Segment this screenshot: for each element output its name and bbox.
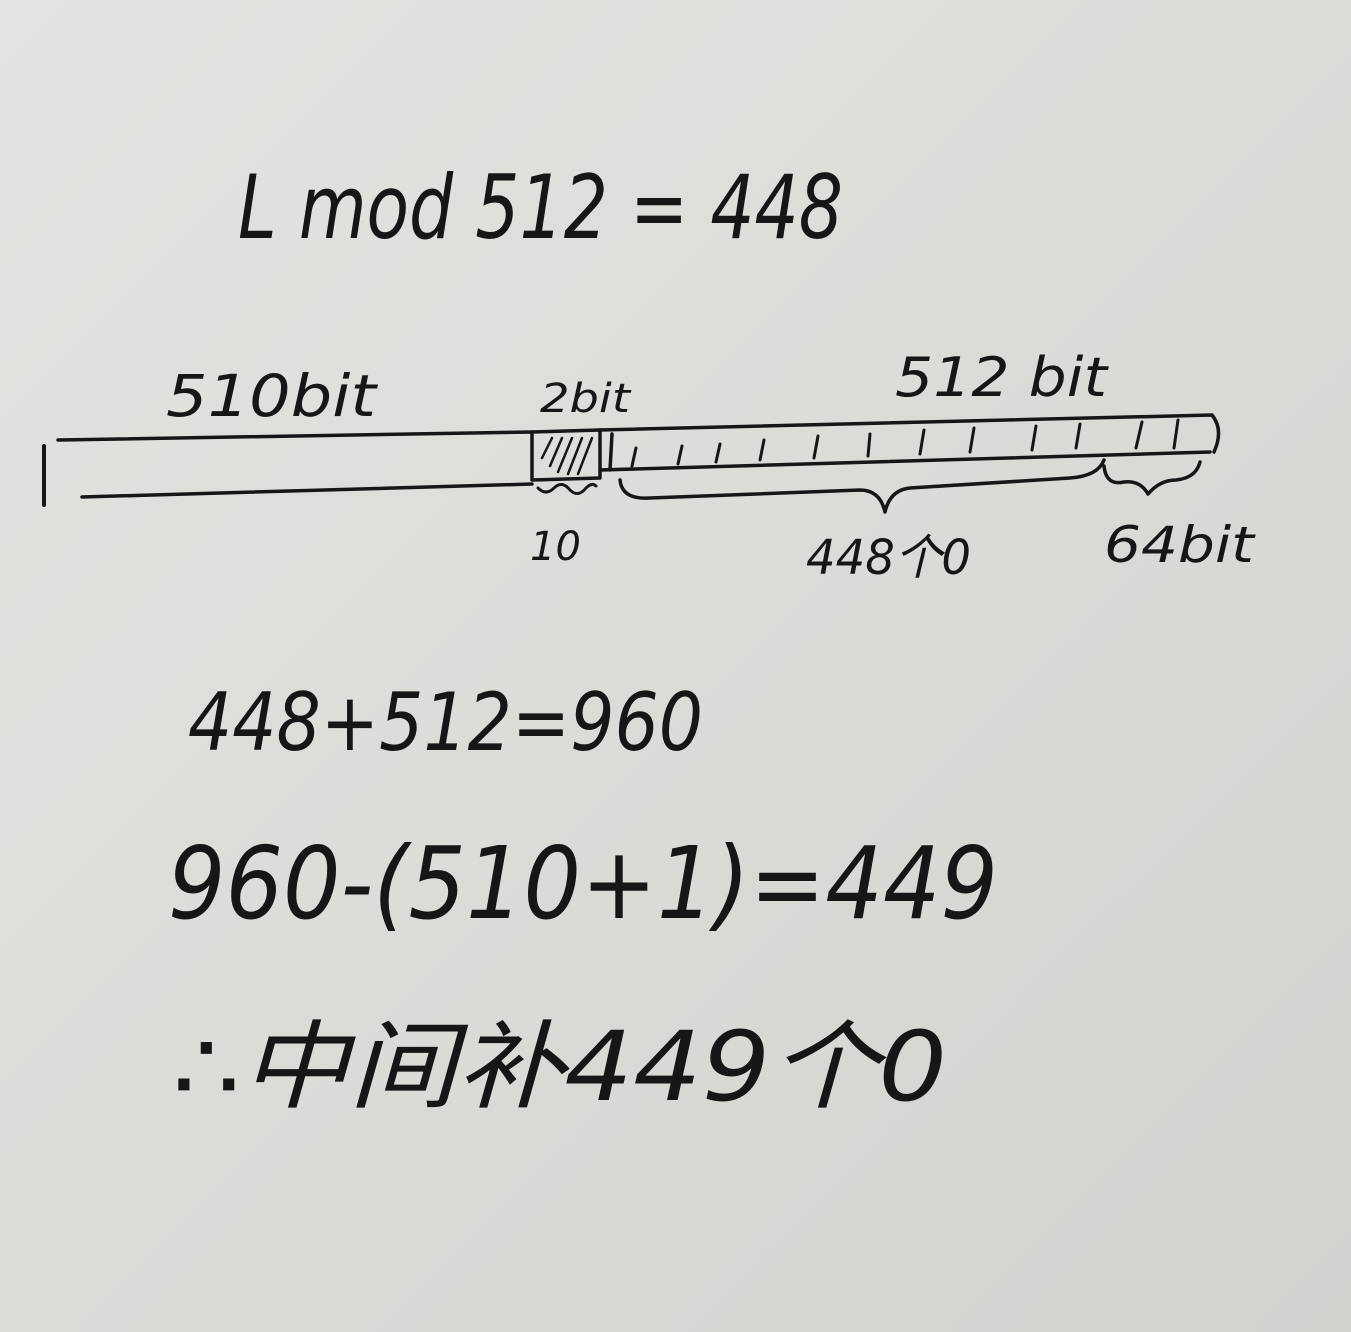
conclusion: ∴中间补449个0 (172, 1011, 947, 1123)
block-512bit (598, 413, 1221, 472)
label-448-zeros: 448个0 (806, 530, 971, 586)
block-2bit (530, 428, 602, 495)
block-510bit (42, 430, 534, 507)
calc-line-1: 448+512=960 (188, 676, 703, 769)
label-510bit: 510bit (166, 362, 379, 430)
brace-448-zeros (618, 458, 1106, 514)
block-512bit-tick-marks (630, 418, 1180, 468)
calc-line-2: 960-(510+1)=449 (168, 825, 998, 942)
equation-top: L mod 512 = 448 (238, 156, 843, 259)
label-2bit: 2bit (540, 376, 632, 422)
label-10: 10 (530, 524, 581, 570)
label-512bit: 512 bit (895, 346, 1109, 409)
brace-64bit (1102, 460, 1202, 496)
label-64bit: 64bit (1104, 516, 1257, 574)
